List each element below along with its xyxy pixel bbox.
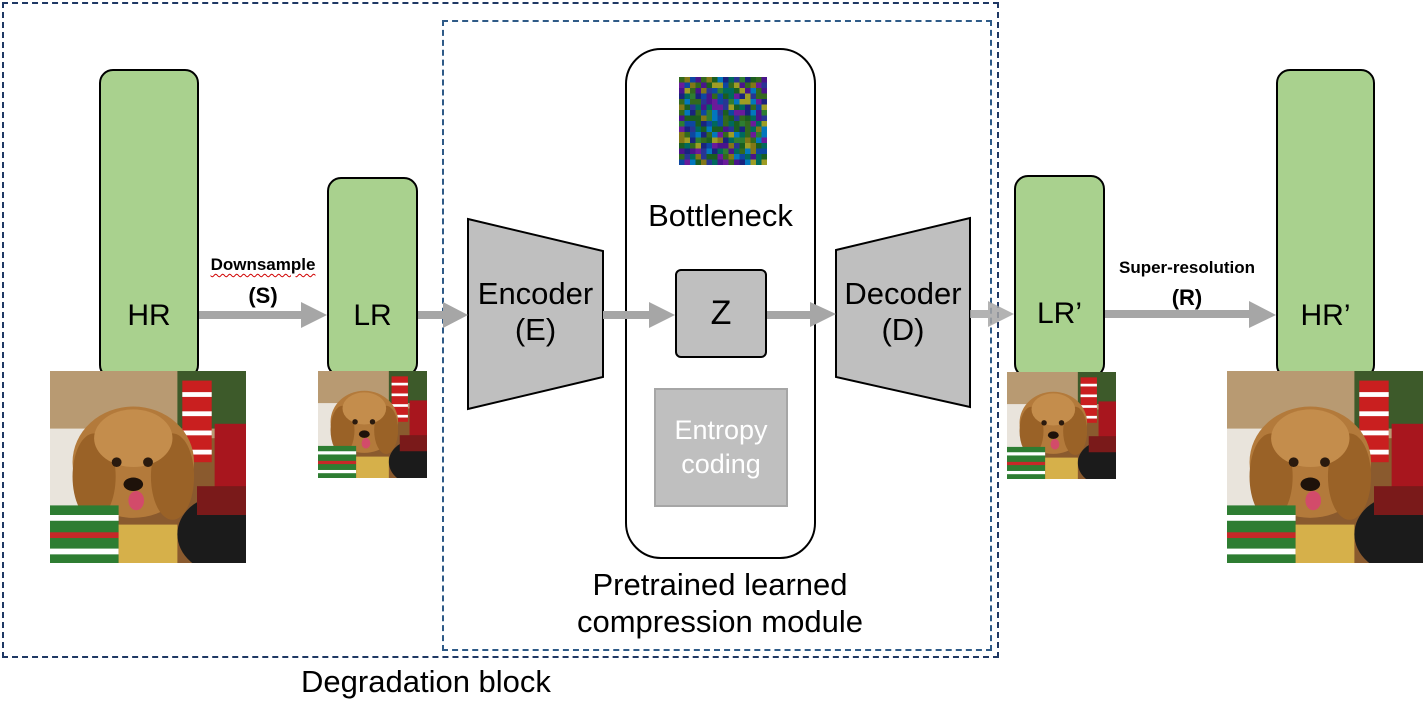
lr-prime-block: LR’ [1014,175,1105,378]
hr-prime-block: HR’ [1276,69,1375,379]
decoder-label-line1: Decoder [844,276,962,311]
degradation-block-frame [2,2,999,658]
entropy-label-line1: Entropy [674,414,768,445]
encoder-label-line2: (E) [514,311,557,347]
lr-prime-dog-photo [1007,372,1116,479]
decoder-label-line2: (D) [881,311,925,347]
compression-caption-line2: compression module [576,604,864,640]
downsample-symbol: (S) [248,283,278,308]
lr-label: LR [353,299,392,332]
hr-prime-dog-photo [1227,371,1423,563]
entropy-label-line2: coding [681,448,761,479]
lr-dog-photo [318,371,427,478]
super-resolution-symbol: (R) [1171,285,1203,310]
bottleneck-label: Bottleneck [648,198,793,233]
entropy-coding-box: Entropy coding [654,388,788,507]
degradation-block-caption: Degradation block [301,664,551,699]
hr-label: HR [127,299,171,332]
compression-module-frame [442,20,992,651]
hr-block: HR [99,69,199,379]
compression-caption-line1: Pretrained learned [592,567,848,602]
latent-noise-thumbnail [679,77,767,165]
super-resolution-label: Super-resolution [1118,258,1255,277]
lr-prime-label: LR’ [1036,297,1082,330]
lr-block: LR [327,177,418,377]
encoder-label: Encoder (E) [468,276,603,347]
z-latent-box: Z [675,269,767,358]
compression-module-caption: Pretrained learned compression module [540,566,900,640]
decoder-label: Decoder (D) [836,276,970,347]
encoder-label-line1: Encoder [477,276,594,311]
hr-dog-photo [50,371,246,563]
hr-prime-label: HR’ [1300,299,1351,332]
downsample-label: Downsample [210,255,316,274]
z-label: Z [710,294,732,332]
